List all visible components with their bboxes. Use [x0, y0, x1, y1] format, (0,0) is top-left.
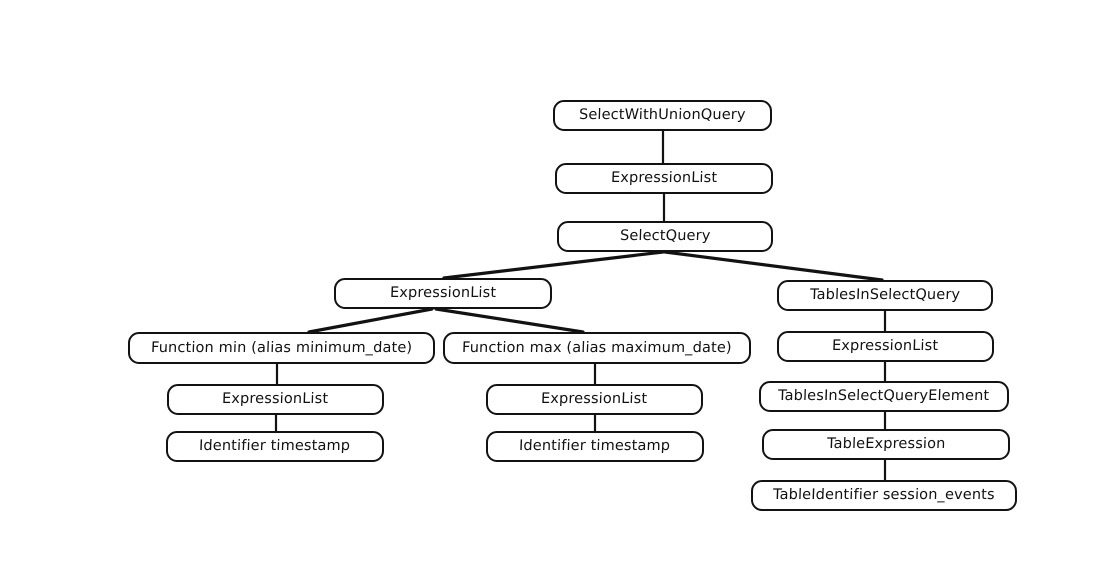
node-expression-list-max[interactable]: ExpressionList [486, 384, 703, 415]
node-label: TablesInSelectQuery [809, 287, 961, 304]
edge-expression-list-select-to-function-min [307, 307, 434, 334]
edge-select-query-to-tables-in-select-query [663, 250, 884, 282]
node-label: ExpressionList [541, 391, 648, 408]
node-label: ExpressionList [832, 338, 939, 355]
node-table-expression[interactable]: TableExpression [762, 429, 1010, 460]
node-table-identifier-session-events[interactable]: TableIdentifier session_events [751, 480, 1017, 511]
node-select-with-union-query[interactable]: SelectWithUnionQuery [553, 100, 772, 131]
node-identifier-timestamp-max[interactable]: Identifier timestamp [486, 431, 704, 462]
node-tables-in-select-query[interactable]: TablesInSelectQuery [777, 280, 993, 311]
node-label: ExpressionList [610, 170, 718, 187]
node-expression-list-min[interactable]: ExpressionList [167, 384, 384, 415]
node-label: ExpressionList [389, 285, 497, 302]
node-label: TableExpression [826, 436, 946, 453]
node-label: TablesInSelectQueryElement [778, 388, 990, 405]
node-label: TableIdentifier session_events [772, 487, 996, 504]
node-label: Function min (alias minimum_date) [150, 339, 413, 356]
node-function-max[interactable]: Function max (alias maximum_date) [443, 332, 751, 364]
node-tables-in-select-query-element[interactable]: TablesInSelectQueryElement [759, 381, 1009, 412]
node-select-query[interactable]: SelectQuery [557, 221, 773, 252]
node-expression-list-root[interactable]: ExpressionList [555, 163, 773, 194]
node-expression-list-tables[interactable]: ExpressionList [777, 331, 994, 362]
node-identifier-timestamp-min[interactable]: Identifier timestamp [166, 431, 384, 462]
node-label: SelectQuery [619, 228, 711, 245]
edge-expression-list-select-to-function-max [434, 307, 585, 334]
node-function-min[interactable]: Function min (alias minimum_date) [128, 332, 435, 364]
node-expression-list-select[interactable]: ExpressionList [334, 278, 552, 309]
node-label: Function max (alias maximum_date) [461, 339, 733, 356]
node-label: SelectWithUnionQuery [578, 107, 747, 124]
node-label: Identifier timestamp [519, 438, 671, 455]
node-label: Identifier timestamp [199, 438, 351, 455]
node-label: ExpressionList [222, 391, 329, 408]
edge-select-query-to-expression-list-select [442, 250, 665, 280]
